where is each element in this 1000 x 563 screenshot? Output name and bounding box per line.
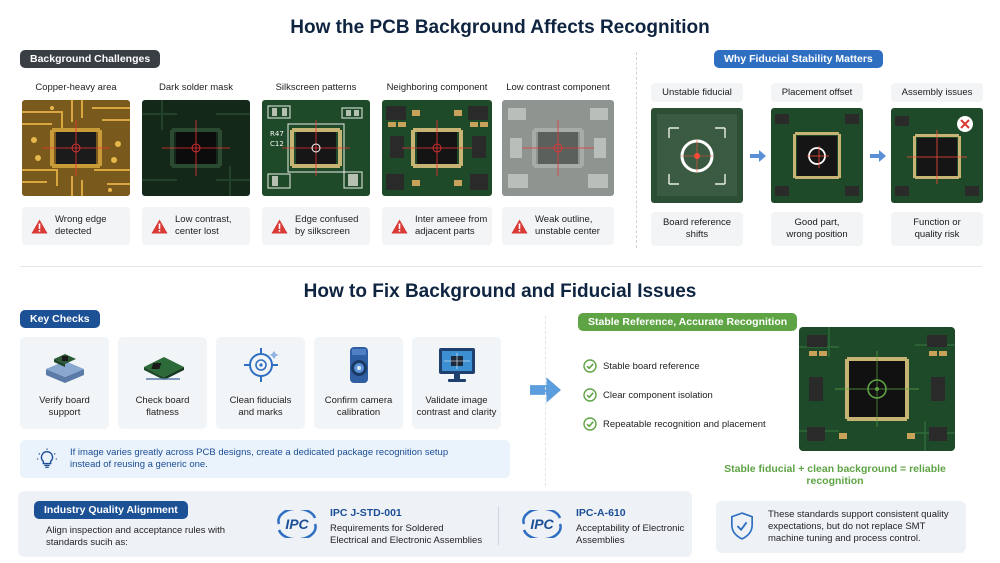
step-label-placement-offset: Placement offset [771,83,863,102]
arrow-right-icon [870,150,886,162]
check-circle-icon [583,359,597,373]
section-divider-horizontal [20,266,982,267]
board-support-icon [46,354,84,383]
challenge-label-dark-mask: Dark solder mask [159,82,233,93]
industry-intro-text: Align inspection and acceptance rules wi… [46,525,226,548]
standards-note-panel: These standards support consistent quali… [716,501,966,553]
step-caption-placement-offset: Good part,wrong position [771,212,863,246]
challenge-label-low-contrast: Low contrast component [506,82,610,93]
svg-text:C12: C12 [270,140,284,148]
step-label-assembly-issues: Assembly issues [891,83,983,102]
shield-check-icon [731,512,753,540]
challenge-caption-dark-mask: Low contrast,center lost [142,207,250,245]
challenge-label-neighbor: Neighboring component [386,82,488,93]
warning-icon [511,219,528,233]
standard-ipc-a-610: IPC-A-610 Acceptability of Electronic As… [576,507,685,546]
warning-icon [271,219,288,233]
standards-note-text: These standards support consistent quali… [768,509,949,544]
background-challenges-heading: Background Challenges [20,50,161,68]
fiducial-stability-heading: Why Fiducial Stability Matters [714,50,883,68]
industry-alignment-panel: Industry Quality Alignment Align inspect… [18,491,692,557]
dark-solder-mask-image [142,100,250,196]
tip-box: If image varies greatly across PCB desig… [20,440,510,478]
monitor-icon [439,348,475,382]
title-pcb-background: How the PCB Background Affects Recogniti… [290,17,710,38]
copper-heavy-pcb-image [22,100,130,196]
check-circle-icon [583,417,597,431]
camera-icon [350,347,368,383]
warning-icon [151,219,168,233]
unstable-fiducial-image [651,108,743,203]
section-divider-vertical [636,52,637,248]
challenge-label-copper: Copper-heavy area [35,82,117,93]
board-flatness-icon [144,357,184,380]
bullet-repeatable-recognition: Repeatable recognition and placement [583,417,793,431]
stable-reference-heading: Stable Reference, Accurate Recognition [578,313,798,331]
stable-summary: Stable fiducial + clean background = rel… [724,463,946,487]
check-circle-icon [583,388,597,402]
lightbulb-icon [36,448,58,468]
arrow-right-icon [750,150,766,162]
title-fix-issues: How to Fix Background and Fiducial Issue… [303,281,697,302]
ipc-logo: IPC [273,507,321,541]
challenge-label-silkscreen: Silkscreen patterns [275,82,357,93]
tip-text: If image varies greatly across PCB desig… [70,447,449,470]
crosshair-icon [244,348,279,382]
stable-pcb-image [799,327,955,451]
bullet-stable-board-reference: Stable board reference [583,359,793,373]
svg-text:R47: R47 [270,130,284,138]
standards-divider [498,507,499,545]
bullet-clear-isolation: Clear component isolation [583,388,793,402]
neighboring-component-image [382,100,492,196]
ipc-logo: IPC [518,507,566,541]
step-label-unstable-fiducial: Unstable fiducial [651,83,743,102]
placement-offset-image [771,108,863,203]
warning-icon [391,219,408,233]
challenge-caption-low-contrast: Weak outline,unstable center [502,207,614,245]
low-contrast-component-image [502,100,614,196]
warning-icon [31,219,48,233]
assembly-issues-image [891,108,983,203]
key-checks-heading: Key Checks [20,310,100,328]
section-divider-vertical-lower [545,316,546,486]
standard-ipc-j-std-001: IPC J-STD-001 Requirements for Soldered … [330,507,483,546]
industry-alignment-heading: Industry Quality Alignment [34,501,188,519]
